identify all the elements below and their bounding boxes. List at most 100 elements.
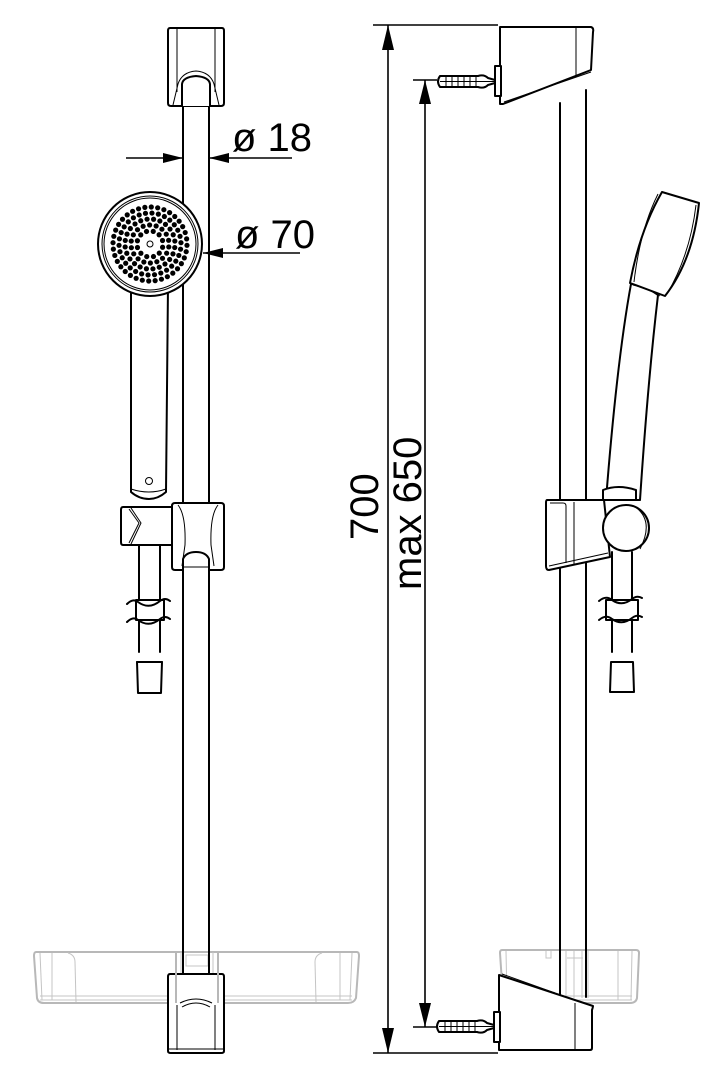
nozzle-dot [118, 229, 124, 236]
nozzle-dot [139, 277, 145, 283]
nozzle-dot [130, 208, 136, 214]
nozzle-dot [124, 231, 130, 237]
nozzle-dot [156, 264, 162, 270]
nozzle-dot [112, 252, 118, 259]
nozzle-dot [184, 236, 190, 242]
dimension-rail-diameter: ø 18 [126, 116, 312, 163]
nozzle-dot [121, 224, 127, 230]
nozzle-dot [167, 226, 173, 232]
nozzle-dot [176, 218, 182, 224]
nozzle-dot [178, 240, 184, 246]
nozzle-dot [158, 276, 165, 282]
nozzle-dot [114, 258, 120, 264]
vertical-dimensions: 700 max 650 [343, 24, 498, 1054]
bottom-bracket-front [167, 952, 225, 1054]
nozzle-dot [163, 231, 169, 237]
front-view: ø 18 ø 70 [32, 27, 361, 1054]
nozzle-dot [167, 210, 173, 216]
nozzle-dot [170, 251, 176, 257]
nozzle-dot [170, 270, 176, 276]
hand-shower-front [97, 191, 203, 500]
nozzle-dot [118, 264, 124, 270]
nozzle-dot [147, 222, 153, 228]
nozzle-dot [164, 274, 170, 280]
nozzle-dot [148, 204, 154, 210]
label-max-fixing-distance: max 650 [386, 437, 430, 590]
nozzle-dot [133, 268, 139, 275]
nozzle-dot [166, 244, 172, 250]
nozzle-dot [130, 232, 136, 238]
nozzle-dot [169, 263, 175, 269]
nozzle-dot [162, 221, 169, 227]
nozzle-dot [174, 266, 181, 272]
nozzle-dot [184, 242, 190, 248]
nozzle-dot [176, 252, 182, 259]
nozzle-dot [127, 225, 133, 232]
nozzle-dot [170, 232, 176, 238]
nozzle-dot [142, 204, 148, 210]
nozzle-dot [124, 212, 130, 218]
nozzle-dot [127, 265, 133, 271]
nozzle-dot [177, 246, 184, 252]
nozzle-dot [183, 249, 189, 255]
nozzle-dot [173, 258, 179, 264]
nozzle-dot [159, 226, 165, 232]
hand-shower-side [605, 191, 700, 501]
nozzle-dot [171, 222, 177, 228]
nozzle-dot [122, 244, 128, 250]
side-view [436, 26, 700, 1051]
nozzle-dot [144, 253, 150, 260]
label-handshower-diameter: ø 70 [235, 213, 315, 257]
nozzle-dot [140, 223, 146, 229]
nozzle-dot [123, 260, 129, 266]
nozzle-dot [137, 264, 143, 270]
nozzle-dot [138, 218, 144, 224]
slider-front [120, 502, 225, 694]
nozzle-dot [124, 250, 130, 256]
nozzle-dot [150, 253, 157, 260]
nozzle-dot [135, 256, 141, 262]
nozzle-dot [182, 229, 188, 236]
nozzle-dot [166, 237, 172, 243]
nozzle-dot [142, 210, 149, 216]
nozzle-dot [172, 244, 178, 251]
nozzle-dot [111, 233, 117, 239]
nozzle-dot [134, 238, 141, 244]
nozzle-dot [155, 205, 161, 211]
nozzle-dot [181, 255, 187, 261]
nozzle-dot [128, 245, 134, 251]
nozzle-dot [133, 275, 139, 281]
bottom-bracket-side [436, 973, 594, 1051]
nozzle-dot [119, 216, 126, 222]
nozzle-dot [180, 224, 186, 230]
nozzle-dot [167, 256, 173, 263]
nozzle-dot [131, 261, 138, 267]
nozzle-dot [143, 228, 150, 235]
slider-side [545, 486, 650, 693]
nozzle-dot [149, 210, 155, 216]
nozzle-dot [116, 236, 123, 242]
nozzle-dot [130, 215, 136, 221]
nozzle-dot [175, 227, 181, 233]
nozzle-dot [156, 232, 162, 238]
label-overall-height: 700 [343, 473, 387, 540]
nozzle-dot [155, 211, 161, 217]
nozzle-dot [138, 232, 144, 238]
nozzle-dot [172, 238, 178, 244]
nozzle-dot [154, 259, 160, 265]
nozzle-dot [135, 206, 142, 212]
nozzle-dot [122, 237, 128, 244]
nozzle-dot [138, 250, 144, 256]
nozzle-dot [143, 266, 150, 272]
nozzle-dot [153, 223, 159, 229]
nozzle-dot [145, 272, 151, 278]
nozzle-dot [125, 219, 131, 225]
nozzle-dot [144, 216, 150, 222]
nozzle-dot [127, 256, 133, 262]
nozzle-dot [167, 217, 173, 223]
nozzle-dot [110, 246, 116, 252]
nozzle-dot [172, 213, 178, 220]
nozzle-dot [134, 244, 141, 251]
nozzle-dot [178, 261, 184, 267]
